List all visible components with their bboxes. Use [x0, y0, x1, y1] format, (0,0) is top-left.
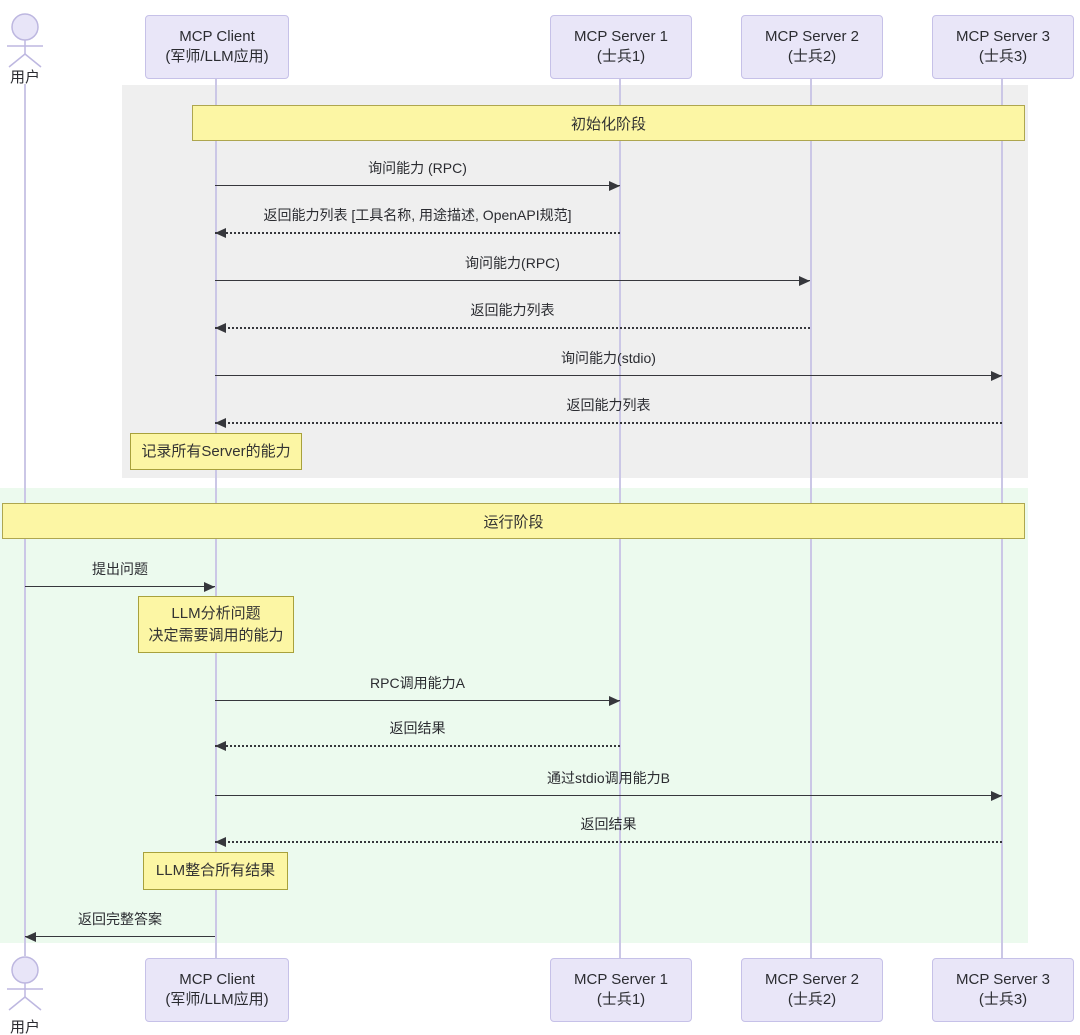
participant-server2-bottom: MCP Server 2 (士兵2) — [741, 958, 883, 1022]
phase-banner-run-label: 运行阶段 — [483, 513, 544, 531]
message-arrow: 返回能力列表 — [215, 395, 1002, 429]
phase-init-background — [122, 85, 1028, 478]
arrowhead-left-icon — [215, 836, 226, 847]
message-arrow: 返回完整答案 — [25, 909, 215, 943]
message-arrow: RPC调用能力A — [215, 673, 620, 707]
message-label: 返回完整答案 — [78, 911, 162, 927]
arrowhead-right-icon — [204, 581, 215, 592]
arrowhead-left-icon — [215, 417, 226, 428]
note-llm-analyze: LLM分析问题 决定需要调用的能力 — [138, 596, 294, 653]
participant-server1-top: MCP Server 1 (士兵1) — [550, 15, 692, 79]
user-actor-label: 用户 — [9, 1019, 40, 1035]
arrowhead-left-icon — [215, 322, 226, 333]
participant-subtitle: (士兵1) — [596, 991, 646, 1008]
participant-server2-top: MCP Server 2 (士兵2) — [741, 15, 883, 79]
participant-title: MCP Server 2 — [765, 970, 859, 988]
message-arrow: 提出问题 — [25, 559, 215, 593]
participant-server3-top: MCP Server 3 (士兵3) — [932, 15, 1074, 79]
participant-subtitle: (士兵2) — [787, 48, 837, 65]
participant-title: MCP Server 3 — [956, 27, 1050, 45]
arrow-line — [215, 700, 620, 701]
arrowhead-right-icon — [609, 695, 620, 706]
participant-client-bottom: MCP Client (军师/LLM应用) — [145, 958, 289, 1022]
message-arrow: 返回结果 — [215, 814, 1002, 848]
arrow-line — [215, 280, 810, 281]
arrow-line — [215, 795, 1002, 796]
message-arrow: 询问能力(RPC) — [215, 253, 810, 287]
arrow-line — [215, 232, 620, 234]
note-line: LLM分析问题 — [171, 604, 261, 622]
message-arrow: 询问能力(stdio) — [215, 348, 1002, 382]
message-arrow: 通过stdio调用能力B — [215, 768, 1002, 802]
message-label: 询问能力 (RPC) — [368, 160, 467, 176]
participant-subtitle: (士兵3) — [978, 991, 1028, 1008]
participant-title: MCP Client — [179, 27, 255, 45]
participant-title: MCP Server 3 — [956, 970, 1050, 988]
participant-title: MCP Server 1 — [574, 27, 668, 45]
participant-subtitle: (军师/LLM应用) — [165, 48, 269, 65]
note-line: 记录所有Server的能力 — [141, 442, 291, 460]
arrow-line — [25, 936, 215, 937]
message-label: 通过stdio调用能力B — [547, 770, 670, 786]
participant-subtitle: (士兵2) — [787, 991, 837, 1008]
message-label: 返回结果 — [580, 816, 637, 832]
note-line: LLM整合所有结果 — [155, 862, 276, 880]
user-actor-icon — [7, 13, 43, 68]
message-arrow: 询问能力 (RPC) — [215, 158, 620, 192]
arrowhead-left-icon — [25, 931, 36, 942]
message-label: RPC调用能力A — [370, 675, 465, 691]
message-label: 询问能力(RPC) — [465, 255, 560, 271]
note-llm-merge: LLM整合所有结果 — [143, 852, 288, 890]
phase-banner-init-label: 初始化阶段 — [570, 115, 646, 133]
participant-server1-bottom: MCP Server 1 (士兵1) — [550, 958, 692, 1022]
participant-subtitle: (士兵3) — [978, 48, 1028, 65]
arrow-line — [215, 327, 810, 329]
arrowhead-right-icon — [799, 275, 810, 286]
arrow-line — [215, 841, 1002, 843]
arrow-line — [215, 422, 1002, 424]
participant-subtitle: (士兵1) — [596, 48, 646, 65]
participant-client-top: MCP Client (军师/LLM应用) — [145, 15, 289, 79]
message-arrow: 返回能力列表 — [215, 300, 810, 334]
participant-title: MCP Server 1 — [574, 970, 668, 988]
message-arrow: 返回结果 — [215, 718, 620, 752]
message-label: 返回能力列表 [工具名称, 用途描述, OpenAPI规范] — [263, 207, 572, 223]
phase-banner-run: 运行阶段 — [2, 503, 1025, 539]
participant-server3-bottom: MCP Server 3 (士兵3) — [932, 958, 1074, 1022]
arrow-line — [215, 375, 1002, 376]
message-label: 返回能力列表 — [470, 302, 555, 318]
phase-banner-init: 初始化阶段 — [192, 105, 1025, 141]
note-line: 决定需要调用的能力 — [148, 626, 284, 644]
message-label: 询问能力(stdio) — [561, 350, 656, 366]
arrowhead-left-icon — [215, 227, 226, 238]
note-record-capabilities: 记录所有Server的能力 — [130, 433, 302, 470]
participant-title: MCP Server 2 — [765, 27, 859, 45]
message-label: 返回结果 — [389, 720, 446, 736]
arrow-line — [215, 185, 620, 186]
participant-title: MCP Client — [179, 970, 255, 988]
message-arrow: 返回能力列表 [工具名称, 用途描述, OpenAPI规范] — [215, 205, 620, 239]
arrowhead-left-icon — [215, 740, 226, 751]
message-label: 提出问题 — [92, 561, 148, 577]
arrowhead-right-icon — [609, 180, 620, 191]
participant-subtitle: (军师/LLM应用) — [165, 991, 269, 1008]
arrow-line — [215, 745, 620, 747]
user-actor-icon — [7, 956, 43, 1011]
message-label: 返回能力列表 — [566, 397, 651, 413]
arrowhead-right-icon — [991, 790, 1002, 801]
user-actor-label: 用户 — [9, 69, 40, 86]
arrowhead-right-icon — [991, 370, 1002, 381]
arrow-line — [25, 586, 215, 587]
